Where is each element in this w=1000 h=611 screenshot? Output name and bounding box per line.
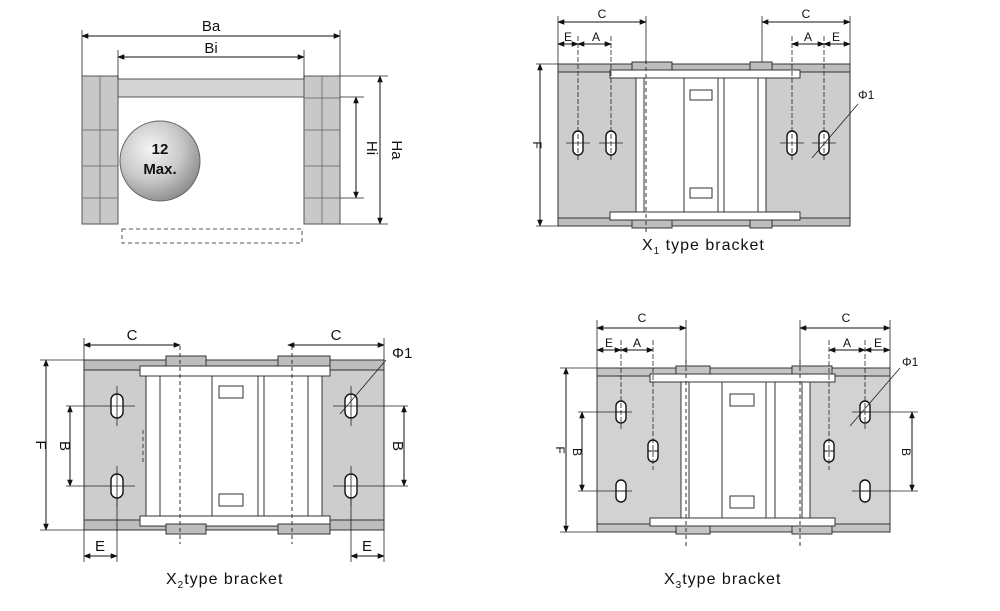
x1-dim-c-left: C	[598, 7, 607, 21]
x3-dim-f: F	[553, 446, 567, 453]
x3-dim-b-left: B	[570, 448, 584, 456]
dim-ha-label: Ha	[388, 140, 405, 160]
x3-bracket-diagram	[560, 320, 918, 548]
x3-caption: X3type bracket	[664, 571, 781, 591]
x2-caption: X2type bracket	[166, 571, 283, 591]
x3-dim-c-right: C	[842, 311, 851, 325]
x1-dim-a-right: A	[804, 30, 812, 44]
x1-dim-c-right: C	[802, 7, 811, 21]
ball-size-label: 12	[152, 141, 169, 158]
x1-dim-e-right: E	[832, 30, 840, 44]
x1-phi-label: Φ1	[858, 88, 875, 102]
x2-dim-b-right: B	[389, 441, 406, 451]
x1-caption: X1 type bracket	[642, 237, 765, 257]
x1-dim-a-left: A	[592, 30, 600, 44]
cross-section-diagram	[81, 30, 388, 244]
x2-phi-label: Φ1	[392, 345, 412, 362]
ball-max-label: Max.	[143, 161, 176, 178]
x1-bracket-diagram	[536, 16, 859, 232]
max-cable-ball-icon	[119, 120, 201, 202]
x3-phi-label: Φ1	[902, 355, 919, 369]
x3-dim-e-right: E	[874, 336, 882, 350]
x2-dim-f: F	[32, 440, 49, 449]
x3-dim-a-left: A	[633, 336, 641, 350]
dim-bi-label: Bi	[204, 40, 217, 57]
x3-dim-a-right: A	[843, 336, 851, 350]
x3-dim-e-left: E	[605, 336, 613, 350]
x2-dim-b-left: B	[56, 441, 73, 451]
x3-dim-c-left: C	[638, 311, 647, 325]
dim-ba-label: Ba	[202, 18, 221, 35]
dim-hi-label: Hi	[363, 141, 380, 155]
x2-dim-e-right: E	[362, 538, 372, 555]
x2-bracket-diagram	[40, 338, 408, 562]
x3-dim-b-right: B	[899, 448, 913, 456]
x1-dim-f: F	[530, 141, 544, 148]
x2-dim-e-left: E	[95, 538, 105, 555]
x2-dim-c-left: C	[127, 327, 138, 344]
x2-dim-c-right: C	[331, 327, 342, 344]
x1-dim-e-left: E	[564, 30, 572, 44]
